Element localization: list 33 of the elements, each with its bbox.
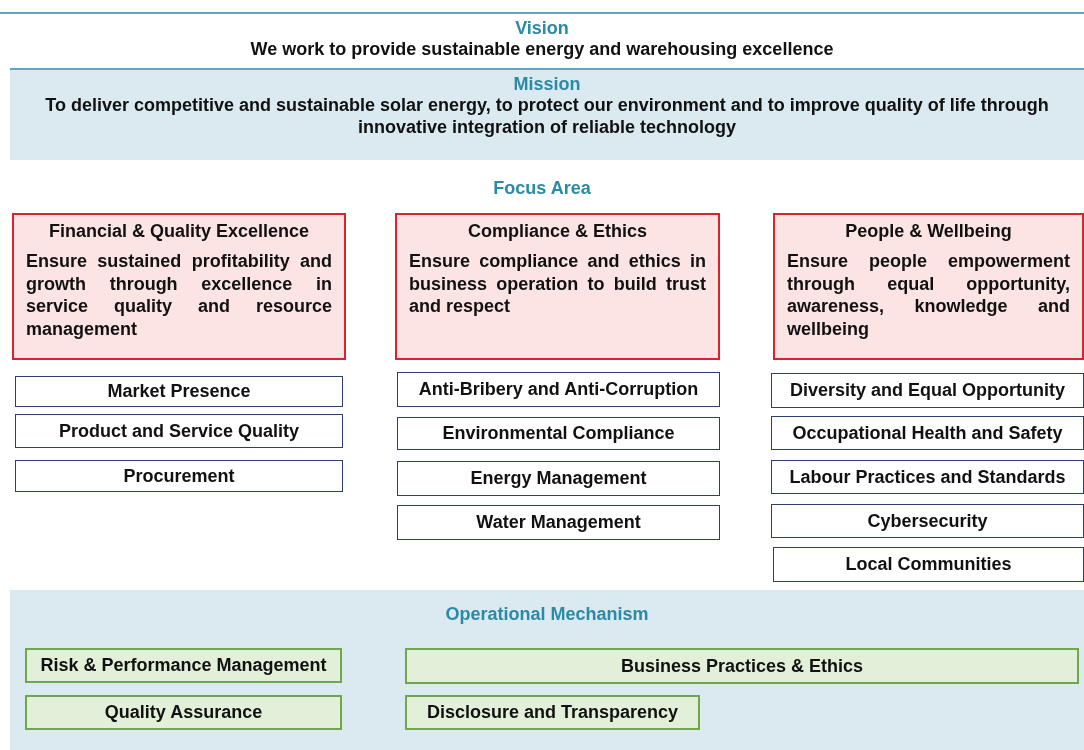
mechanism-box: Business Practices & Ethics — [405, 648, 1079, 684]
topic-box: Diversity and Equal Opportunity — [771, 373, 1084, 408]
topic-box: Labour Practices and Standards — [771, 460, 1084, 494]
topic-box: Product and Service Quality — [15, 414, 343, 448]
mechanism-box: Quality Assurance — [25, 695, 342, 730]
statement-text: We work to provide sustainable energy and warehousing excellence — [250, 39, 834, 61]
topic-box: Market Presence — [15, 376, 343, 407]
mechanism-box: Disclosure and Transparency — [405, 695, 700, 730]
card-heading: Compliance & Ethics — [466, 221, 648, 242]
section-heading: Focus Area — [493, 178, 591, 199]
section-heading: Operational Mechanism — [445, 604, 649, 625]
topic-box: Procurement — [15, 460, 343, 492]
topic-box: Cybersecurity — [771, 504, 1084, 538]
focus-area-card — [395, 213, 720, 360]
card-description: Ensure sustained profitability and growth through excellence in service quality and resource management — [26, 250, 332, 340]
card-description: Ensure people empowerment through equal opportunity, awareness, knowledge and wellbeing — [787, 250, 1070, 340]
topic-box: Water Management — [397, 505, 720, 540]
operational-mechanism-panel — [10, 590, 1084, 750]
statement-text: To deliver competitive and sustainable solar energy, to protect our environment and to improve quality of life through innovative integration of reliable technology — [44, 95, 1050, 139]
section-heading: Vision — [515, 18, 569, 39]
mechanism-box: Risk & Performance Management — [25, 648, 342, 683]
section-heading: Mission — [513, 74, 581, 95]
card-heading: People & Wellbeing — [844, 221, 1013, 242]
topic-box: Environmental Compliance — [397, 417, 720, 450]
topic-box: Local Communities — [773, 547, 1084, 582]
card-description: Ensure compliance and ethics in business operation to build trust and respect — [409, 250, 706, 318]
card-heading: Financial & Quality Excellence — [47, 221, 311, 242]
mission-band — [10, 68, 1084, 160]
focus-area-card — [12, 213, 346, 360]
topic-box: Energy Management — [397, 461, 720, 496]
focus-area-card — [773, 213, 1084, 360]
topic-box: Anti-Bribery and Anti-Corruption — [397, 372, 720, 407]
topic-box: Occupational Health and Safety — [771, 416, 1084, 450]
